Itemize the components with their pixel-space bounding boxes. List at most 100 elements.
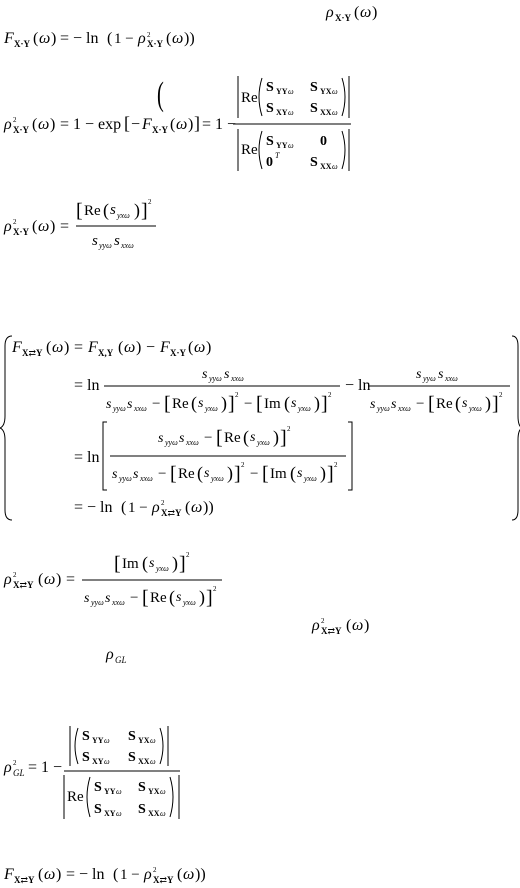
equation-rho2-xdoty-scalar: ρ 2 X·Y (ω) = [ Re ( s yxω ) ] 2 s yyω s… [3,198,156,250]
svg-text:X·Y: X·Y [170,348,187,358]
svg-text:s: s [198,396,204,411]
svg-text:− ln: − ln [345,377,370,394]
svg-text:]: ] [194,113,200,133]
svg-text:s: s [84,591,90,606]
svg-text:=: = [66,571,75,588]
svg-text:2: 2 [186,551,190,559]
svg-text:Re: Re [150,590,167,606]
svg-text:): ) [199,587,205,608]
svg-text:yxω: yxω [155,564,169,573]
svg-text:GL: GL [115,655,127,665]
svg-text:Im: Im [264,396,281,412]
svg-text:)): )) [195,866,206,883]
svg-text:[: [ [256,393,263,415]
svg-text:Im: Im [270,466,287,482]
svg-text:S: S [266,80,274,95]
svg-text:ω: ω [191,499,202,516]
svg-text:s: s [462,396,468,411]
svg-text:(: ( [188,339,193,356]
svg-text:(: ( [177,866,182,883]
svg-text:): ) [206,339,211,356]
svg-text:[: [ [114,553,121,575]
svg-text:2: 2 [328,391,332,399]
svg-text:yxω: yxω [210,474,224,483]
svg-text:2: 2 [13,571,17,579]
svg-text:ω: ω [172,30,183,47]
svg-text:ω: ω [104,757,110,766]
svg-text:YX: YX [320,87,332,96]
svg-text:s: s [106,397,112,412]
svg-text:ω: ω [183,866,194,883]
svg-text:ω: ω [104,736,110,745]
svg-text:2: 2 [147,31,151,39]
svg-text:]: ] [141,200,148,222]
svg-text:S: S [94,802,102,817]
svg-text:YY: YY [276,141,288,150]
svg-text:1 −: 1 − [128,500,148,516]
svg-text:X⇄Y: X⇄Y [161,508,182,518]
svg-text:ρ: ρ [143,866,152,883]
svg-text:[: [ [170,463,177,485]
svg-text:S: S [82,729,90,744]
svg-text:s: s [105,591,111,606]
svg-text:F: F [87,339,98,356]
svg-text:]: ] [321,393,328,415]
svg-text:[: [ [76,200,83,222]
svg-text:ω: ω [160,787,166,796]
svg-text:YY: YY [104,787,116,796]
svg-text:=: = [74,339,83,356]
svg-text:): ) [50,218,55,235]
svg-text:−: − [416,396,424,412]
svg-text:XX: XX [320,108,332,117]
svg-text:ω: ω [116,809,122,818]
svg-text:S: S [266,101,274,116]
svg-text:(: ( [166,30,171,47]
svg-text:[: [ [428,393,435,415]
svg-text:F: F [11,339,22,356]
svg-text:(: ( [32,218,37,235]
svg-text:S: S [310,80,318,95]
svg-text:X·Y: X·Y [14,39,31,49]
svg-text:2: 2 [148,198,152,206]
svg-text:): ) [227,463,233,484]
svg-text:yyω: yyω [98,241,112,250]
svg-text:F: F [159,339,170,356]
svg-text:−: − [158,466,166,482]
svg-text:]: ] [234,463,241,485]
svg-text:yxω: yxω [303,474,317,483]
svg-text:S: S [138,780,146,795]
svg-text:F: F [3,30,14,47]
svg-text:): ) [485,393,491,414]
svg-text:xxω: xxω [230,374,244,383]
svg-text:X⇄Y: X⇄Y [153,875,174,885]
svg-text:yxω: yxω [182,598,196,607]
svg-text:s: s [92,233,98,249]
svg-text:Re: Re [436,396,453,412]
svg-text:XX: XX [138,757,150,766]
svg-text:ω: ω [39,30,50,47]
svg-text:]: ] [280,427,287,449]
svg-text:s: s [110,202,116,218]
svg-text:ρ: ρ [151,499,160,516]
svg-text:2: 2 [235,391,239,399]
svg-text:ω: ω [150,757,156,766]
svg-text:(: ( [118,339,123,356]
svg-text:s: s [114,233,120,249]
svg-text:X,Y: X,Y [98,348,114,358]
svg-text:): ) [364,617,369,634]
rho-bidir-label: ρ 2 X⇄Y (ω) [311,617,369,636]
svg-text:): ) [172,553,178,574]
svg-text:ρ: ρ [105,646,114,663]
svg-text:s: s [112,467,118,482]
svg-text:yyω: yyω [112,404,126,413]
svg-text:ω: ω [44,571,55,588]
svg-text:yyω: yyω [376,404,390,413]
svg-text:yxω: yxω [204,404,218,413]
svg-text:[: [ [142,587,149,609]
svg-text:(: ( [142,553,148,574]
svg-text:(: ( [284,393,290,414]
svg-text:(: ( [170,116,175,133]
equation-F-xdoty: F X·Y (ω) = − ln (1 − ρ 2 X·Y (ω)) [3,30,195,49]
svg-text:X·Y: X·Y [13,227,30,237]
